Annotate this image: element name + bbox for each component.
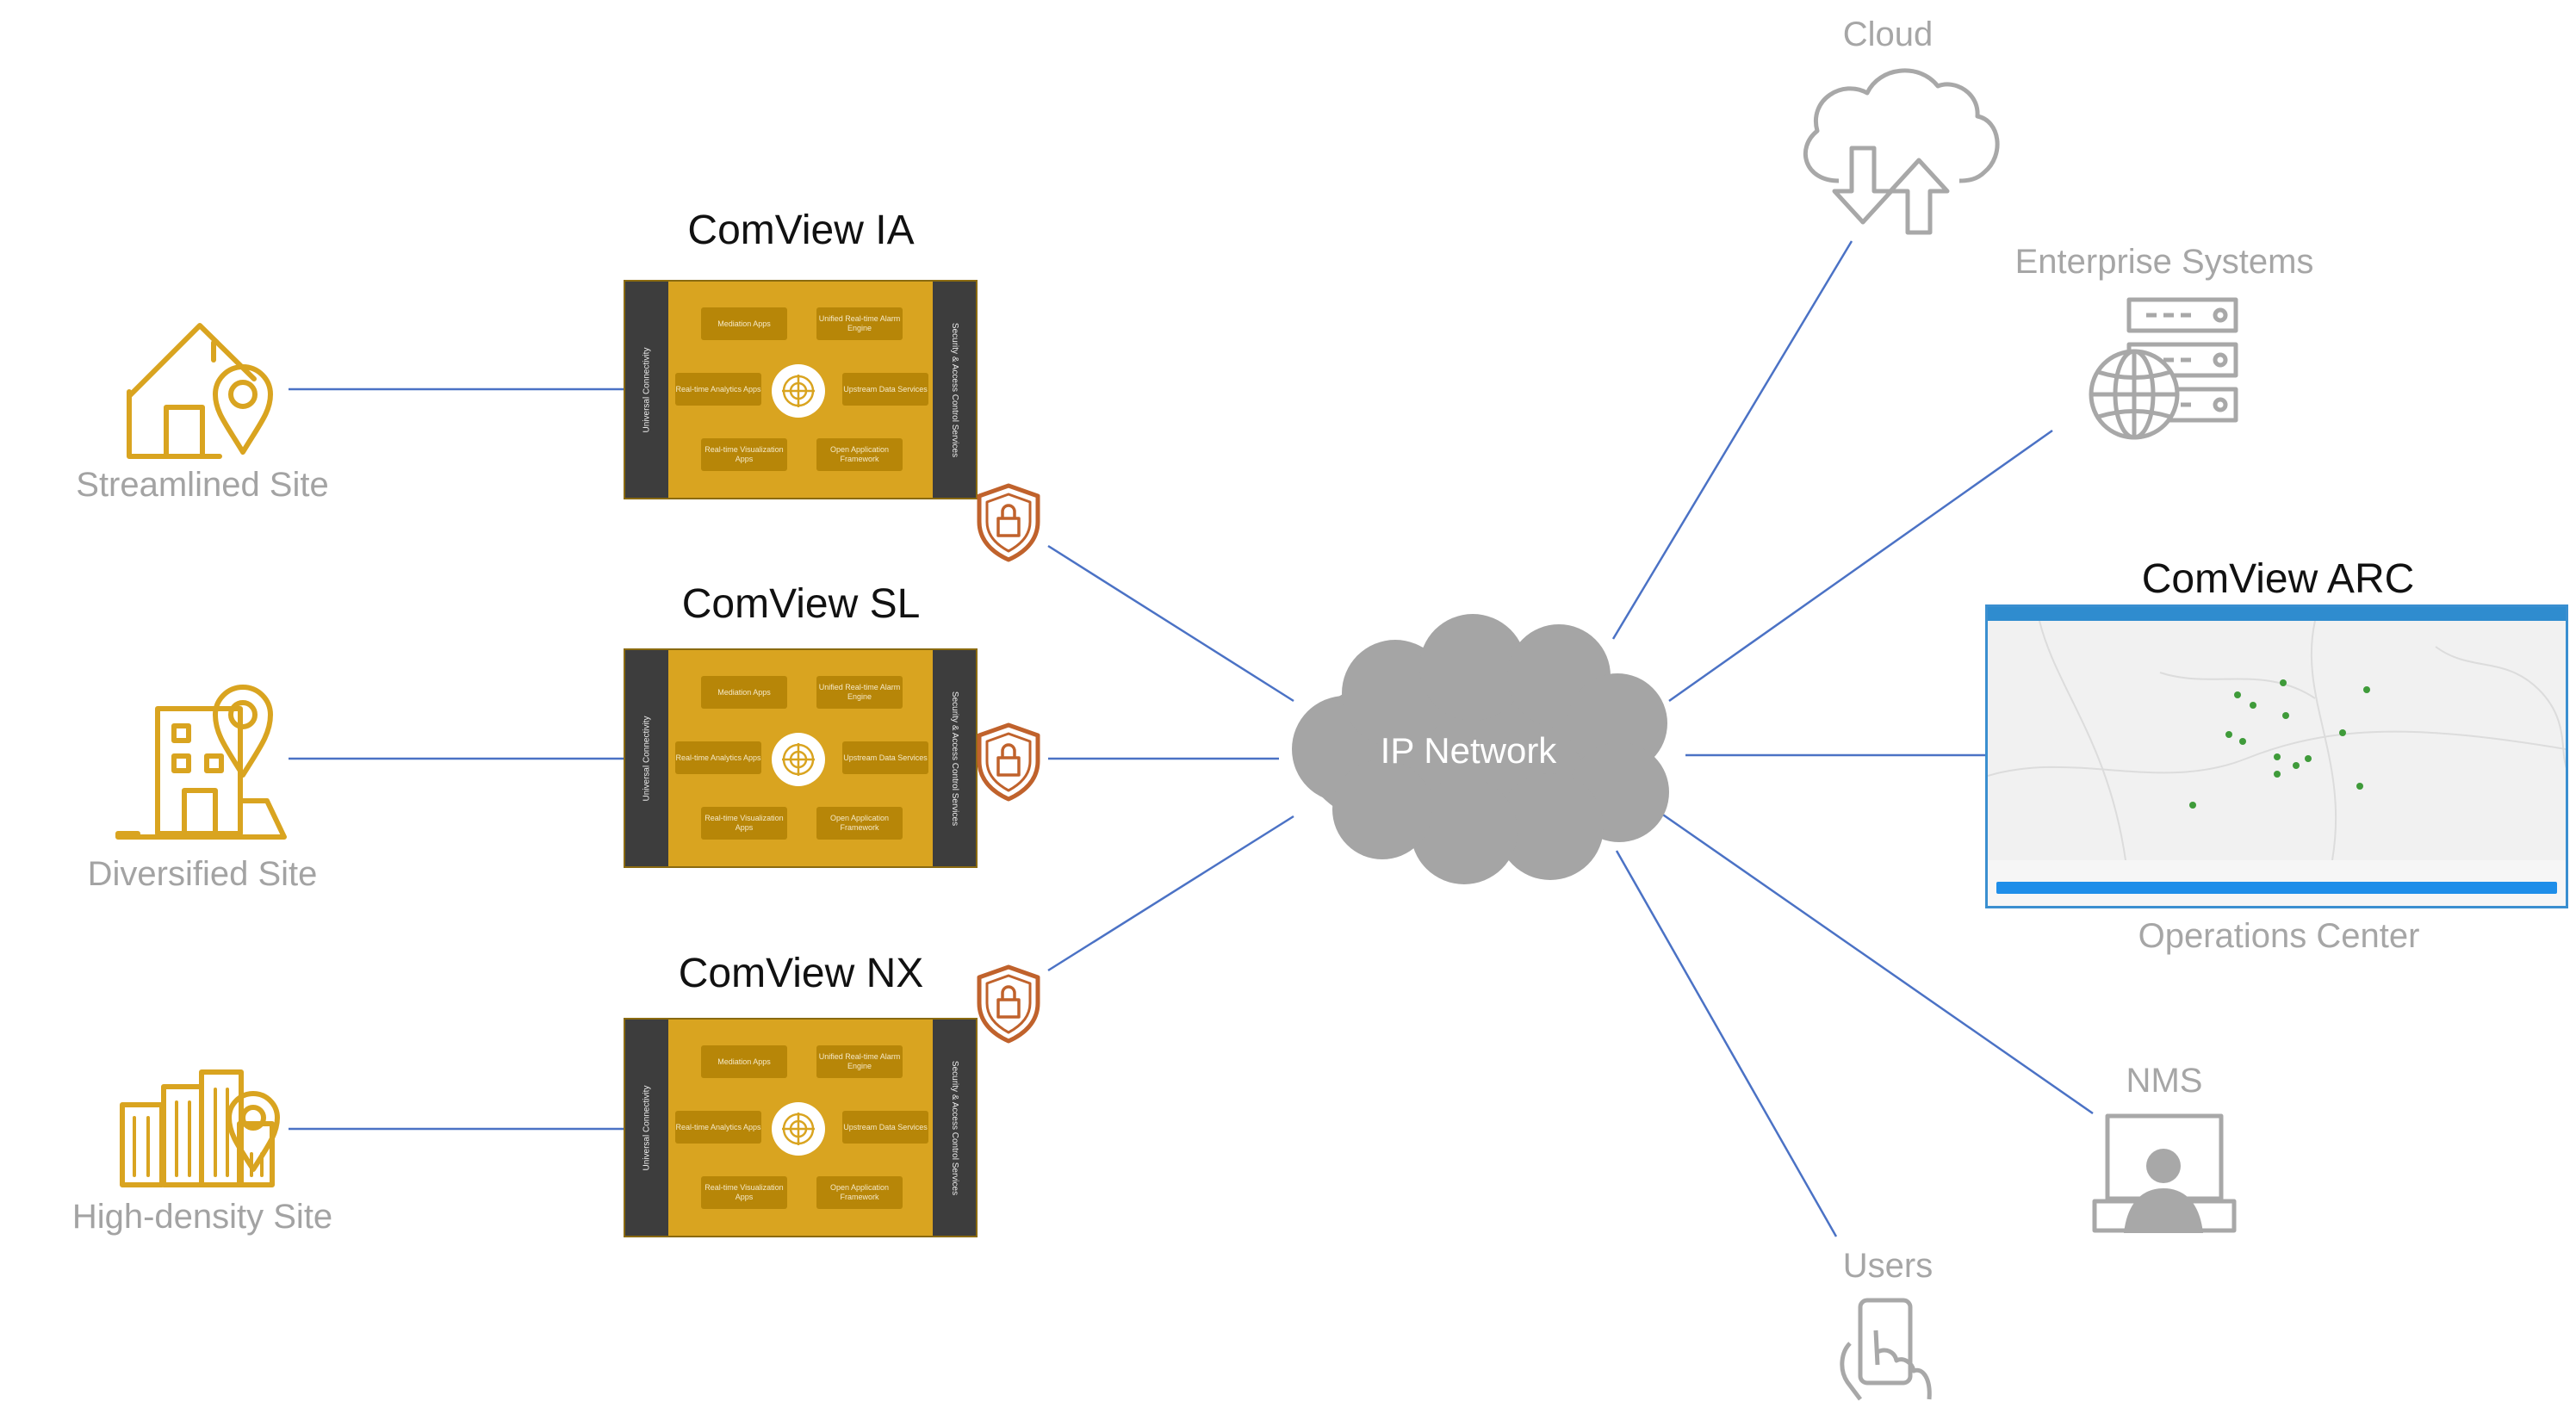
device-comview-nx: Universal Connectivity Security & Access…: [624, 1018, 978, 1237]
product-title-nx: ComView NX: [678, 951, 924, 996]
users-label: Users: [1842, 1247, 1934, 1285]
arc-dashboard-thumbnail: [1985, 604, 2568, 908]
site-label-diversified: Diversified Site: [87, 855, 318, 893]
arc-acknowledge-bar: [1996, 882, 2557, 894]
module-analytics-apps: Real-time Analytics Apps: [675, 1111, 761, 1144]
module-upstream-data: Upstream Data Services: [842, 373, 928, 406]
site-label-streamlined: Streamlined Site: [76, 466, 329, 504]
cloud-transfer-icon: [1803, 68, 2000, 235]
operations-center-label: Operations Center: [2138, 917, 2420, 955]
arc-map: [1988, 620, 2566, 861]
device-comview-sl: Universal Connectivity Security & Access…: [624, 648, 978, 868]
module-alarm-engine: Unified Real-time Alarm Engine: [816, 307, 903, 340]
module-mediation-apps: Mediation Apps: [701, 307, 787, 340]
device-side-right: Security & Access Control Services: [933, 282, 976, 498]
site-label-high-density: High-density Site: [71, 1198, 333, 1236]
link-network-cloud: [1611, 240, 1853, 640]
module-alarm-engine: Unified Real-time Alarm Engine: [816, 676, 903, 709]
device-side-left: Universal Connectivity: [625, 650, 668, 866]
device-side-right: Security & Access Control Services: [933, 650, 976, 866]
module-alarm-engine: Unified Real-time Alarm Engine: [816, 1045, 903, 1078]
comview-arc-title: ComView ARC: [2141, 556, 2415, 602]
cloud-label: Cloud: [1842, 15, 1934, 53]
device-side-left: Universal Connectivity: [625, 1020, 668, 1236]
enterprise-systems-label: Enterprise Systems: [2014, 243, 2314, 281]
device-side-left: Universal Connectivity: [625, 282, 668, 498]
module-upstream-data: Upstream Data Services: [842, 741, 928, 774]
core-logo-icon: [772, 1102, 825, 1156]
module-mediation-apps: Mediation Apps: [701, 1045, 787, 1078]
module-visualization-apps: Real-time Visualization Apps: [701, 1176, 787, 1209]
arc-top-bar: [1988, 607, 2566, 621]
module-open-framework: Open Application Framework: [816, 438, 903, 471]
core-logo-icon: [772, 733, 825, 786]
nms-label: NMS: [2126, 1062, 2203, 1100]
module-visualization-apps: Real-time Visualization Apps: [701, 807, 787, 840]
core-logo-icon: [772, 364, 825, 418]
device-comview-ia: Universal Connectivity Security & Access…: [624, 280, 978, 499]
server-globe-icon: [2089, 297, 2238, 440]
shield-lock-icon: [977, 483, 1040, 562]
module-analytics-apps: Real-time Analytics Apps: [675, 741, 761, 774]
product-title-sl: ComView SL: [681, 581, 921, 627]
arc-map-graphic: [1988, 620, 2566, 861]
module-analytics-apps: Real-time Analytics Apps: [675, 373, 761, 406]
nms-operator-icon: [2092, 1113, 2237, 1233]
product-title-ia: ComView IA: [687, 208, 915, 253]
module-open-framework: Open Application Framework: [816, 807, 903, 840]
shield-lock-icon: [977, 722, 1040, 802]
module-open-framework: Open Application Framework: [816, 1176, 903, 1209]
link-nx-network: [1047, 815, 1294, 972]
device-side-right: Security & Access Control Services: [933, 1020, 976, 1236]
shield-lock-icon: [977, 964, 1040, 1044]
ip-network-label: IP Network: [1380, 730, 1557, 771]
phone-touch-icon: [1840, 1298, 1932, 1401]
building-location-icon: [115, 685, 287, 840]
city-location-icon: [120, 1069, 280, 1187]
link-ia-network: [1047, 544, 1294, 703]
module-mediation-apps: Mediation Apps: [701, 676, 787, 709]
module-visualization-apps: Real-time Visualization Apps: [701, 438, 787, 471]
module-upstream-data: Upstream Data Services: [842, 1111, 928, 1144]
link-network-users: [1615, 850, 1838, 1237]
house-location-icon: [127, 323, 273, 459]
link-network-enterprise: [1668, 429, 2053, 703]
link-network-nms: [1657, 809, 2094, 1115]
